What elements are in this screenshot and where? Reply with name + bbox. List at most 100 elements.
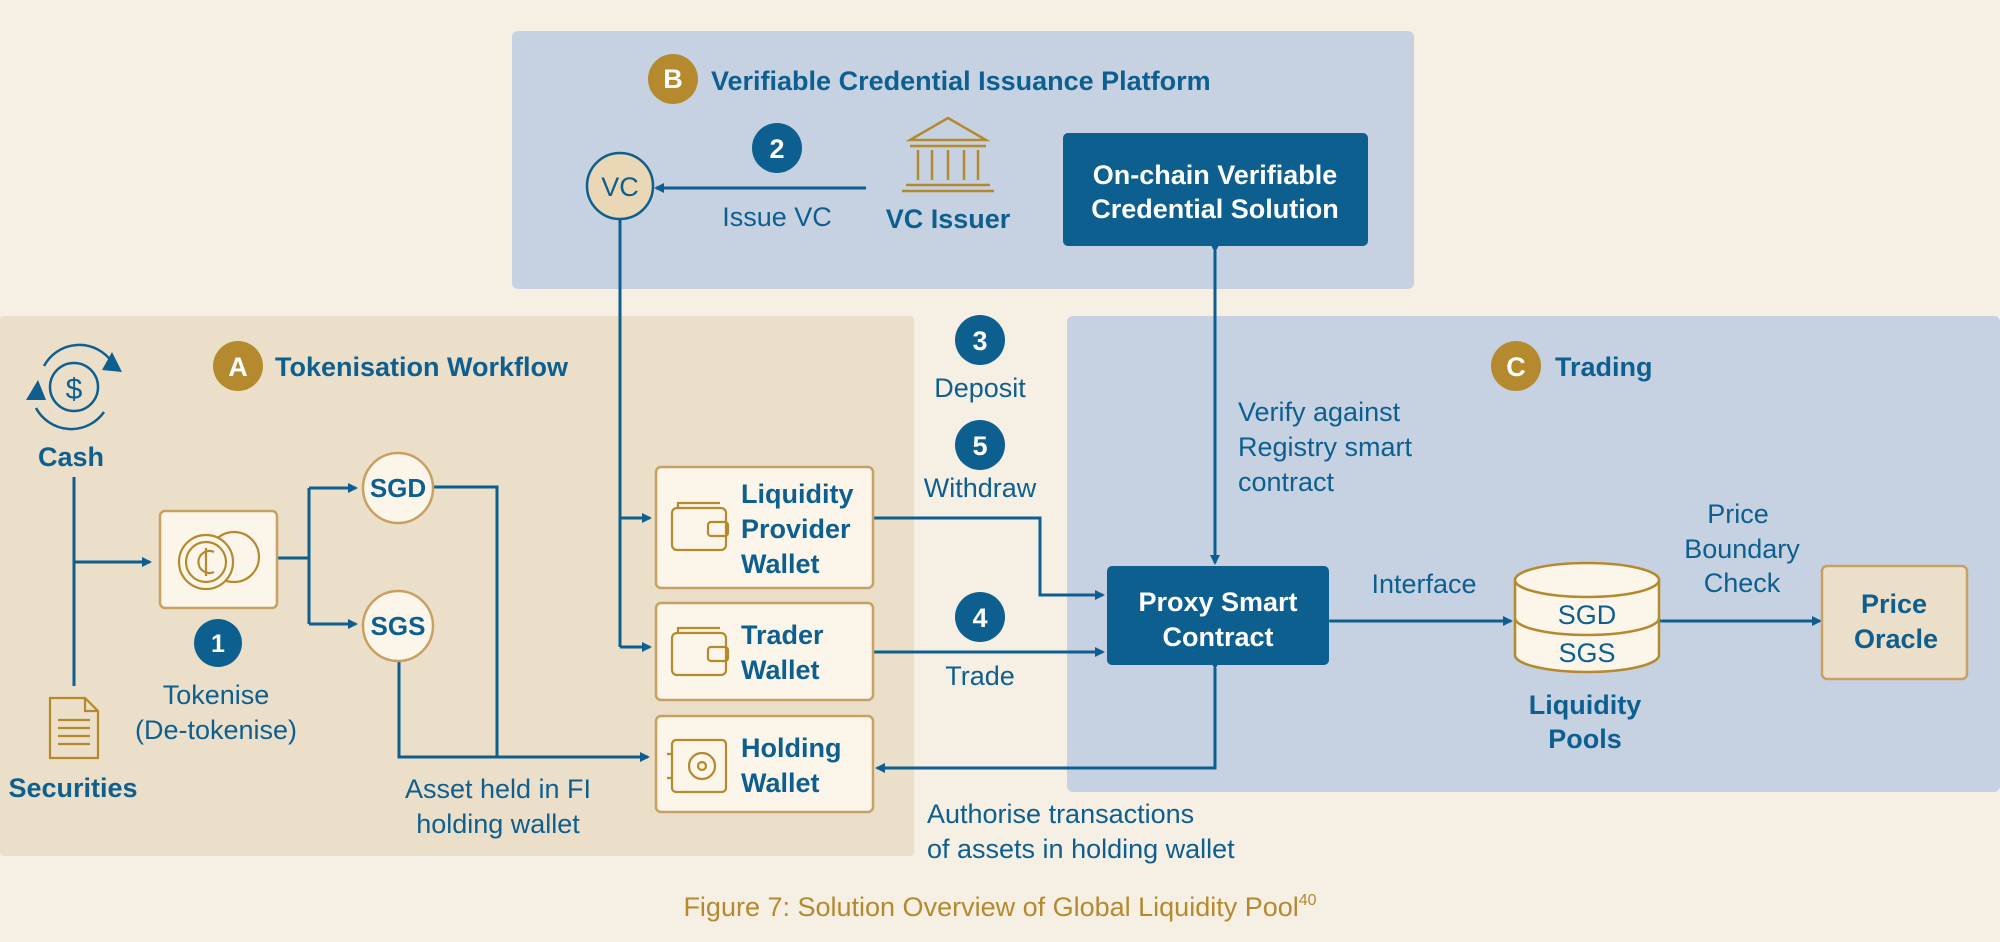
liquidity-provider-wallet[interactable]: Liquidity Provider Wallet — [654, 465, 875, 590]
section-c-badge — [1491, 341, 1541, 391]
securities-node: Securities — [8, 696, 138, 803]
pools-line-2: Pools — [1548, 724, 1622, 754]
lp-wallet-rect[interactable] — [654, 465, 875, 590]
sgs-circle[interactable] — [361, 589, 435, 663]
pool-sgd-label: SGD — [1558, 600, 1617, 630]
authorise-line-2: of assets in holding wallet — [927, 834, 1235, 864]
document-icon — [48, 696, 100, 760]
step-3: 3 Deposit — [934, 315, 1026, 403]
panel-c — [1067, 316, 2000, 792]
section-c-badge-letter: C — [1506, 352, 1526, 382]
price-check-line-1: Price — [1707, 499, 1769, 529]
securities-label: Securities — [8, 773, 137, 803]
section-c-title: Trading — [1555, 352, 1653, 382]
dollar-cycle-icon: $ — [26, 343, 122, 431]
section-b-badge — [648, 54, 698, 104]
holding-wallet-line-2: Wallet — [741, 768, 820, 798]
trader-wallet-line-1: Trader — [741, 620, 824, 650]
pool-sgs-label: SGS — [1558, 638, 1615, 668]
section-c-header: C Trading — [1491, 341, 1653, 391]
lp-wallet-line-1: Liquidity — [741, 479, 853, 509]
section-a-badge — [213, 341, 263, 391]
onchain-solution-rect[interactable] — [1063, 133, 1368, 246]
asset-held-line-1: Asset held in FI — [405, 774, 591, 804]
wallet-icon — [670, 626, 730, 677]
step-5: 5 Withdraw — [924, 420, 1037, 503]
sgd-to-holding-line — [433, 485, 499, 757]
step-2-badge — [752, 123, 802, 173]
sgs-label: SGS — [371, 611, 426, 641]
trader-wallet-rect[interactable] — [654, 601, 875, 702]
cash-node: $ Cash — [26, 343, 122, 472]
step-4-label: Trade — [945, 661, 1015, 691]
step-1-label-line-1: Tokenise — [163, 680, 270, 710]
oracle-line-1: Price — [1861, 589, 1927, 619]
step-5-number: 5 — [972, 431, 987, 461]
sgs-to-holding-arrow — [397, 660, 650, 762]
authorise-line-1: Authorise transactions — [927, 799, 1194, 829]
onchain-solution-box[interactable]: On-chain Verifiable Credential Solution — [1063, 133, 1368, 246]
sgd-label: SGD — [370, 473, 426, 503]
step-2: 2 Issue VC — [722, 123, 832, 232]
step-1-number: 1 — [211, 630, 225, 658]
connectors — [72, 183, 1822, 773]
onchain-solution-line-2: Credential Solution — [1091, 194, 1339, 224]
step-3-badge — [955, 315, 1005, 365]
step-2-number: 2 — [769, 134, 784, 164]
onchain-solution-line-1: On-chain Verifiable — [1093, 160, 1338, 190]
authorise-arrow — [875, 660, 1220, 773]
section-a-header: A Tokenisation Workflow — [213, 341, 569, 391]
step-1-label-line-2: (De-tokenise) — [135, 715, 297, 745]
lp-to-proxy-arrow — [874, 516, 1105, 600]
interface-label: Interface — [1371, 569, 1476, 599]
step-4-number: 4 — [972, 603, 987, 633]
pools-line-1: Liquidity — [1529, 690, 1641, 720]
asset-held-note: Asset held in FI holding wallet — [405, 774, 591, 839]
vc-node[interactable]: VC — [585, 151, 655, 221]
figure-caption: Figure 7: Solution Overview of Global Li… — [683, 892, 1316, 922]
oracle-line-2: Oracle — [1854, 624, 1938, 654]
price-check-line-3: Check — [1704, 568, 1781, 598]
verify-line-3: contract — [1238, 467, 1335, 497]
liquidity-pools[interactable]: SGD SGS Liquidity Pools — [1513, 561, 1661, 754]
trader-wallet-line-2: Wallet — [741, 655, 820, 685]
price-check-line-2: Boundary — [1684, 534, 1800, 564]
verify-line-1: Verify against — [1238, 397, 1401, 427]
proxy-line-2: Contract — [1162, 622, 1273, 652]
proxy-rect[interactable] — [1107, 566, 1329, 665]
step-1: 1 Tokenise (De-tokenise) — [135, 619, 297, 745]
section-a-title: Tokenisation Workflow — [275, 352, 569, 382]
proxy-smart-contract[interactable]: Proxy Smart Contract — [1107, 566, 1329, 665]
price-check-note: Price Boundary Check — [1684, 499, 1800, 598]
holding-wallet[interactable]: Holding Wallet — [654, 714, 875, 814]
section-b-title: Verifiable Credential Issuance Platform — [711, 66, 1211, 96]
step-5-label: Withdraw — [924, 473, 1037, 503]
sgs-token[interactable]: SGS — [361, 589, 435, 663]
step-2-label: Issue VC — [722, 202, 832, 232]
coin-icon — [177, 530, 261, 591]
sgd-circle[interactable] — [361, 451, 435, 525]
trader-wallet[interactable]: Trader Wallet — [654, 601, 875, 702]
oracle-rect[interactable] — [1820, 564, 1969, 681]
holding-wallet-line-1: Holding — [741, 733, 841, 763]
wallet-icon — [670, 501, 730, 552]
tokenise-box[interactable] — [158, 509, 279, 610]
vc-issuer[interactable]: VC Issuer — [886, 116, 1011, 234]
lp-wallet-line-2: Provider — [741, 514, 851, 544]
step-3-label: Deposit — [934, 373, 1026, 403]
sgd-token[interactable]: SGD — [361, 451, 435, 525]
cash-label: Cash — [38, 442, 104, 472]
svg-text:$: $ — [66, 373, 83, 406]
price-oracle[interactable]: Price Oracle — [1820, 564, 1969, 681]
proxy-line-1: Proxy Smart — [1138, 587, 1297, 617]
authorise-note: Authorise transactions of assets in hold… — [927, 799, 1235, 864]
database-icon[interactable] — [1513, 561, 1661, 674]
verify-line-2: Registry smart — [1238, 432, 1413, 462]
step-4-badge — [955, 592, 1005, 642]
section-b-header: B Verifiable Credential Issuance Platfor… — [648, 54, 1211, 104]
vc-circle[interactable] — [585, 151, 655, 221]
section-a-badge-letter: A — [228, 352, 248, 382]
safe-icon — [667, 738, 728, 794]
